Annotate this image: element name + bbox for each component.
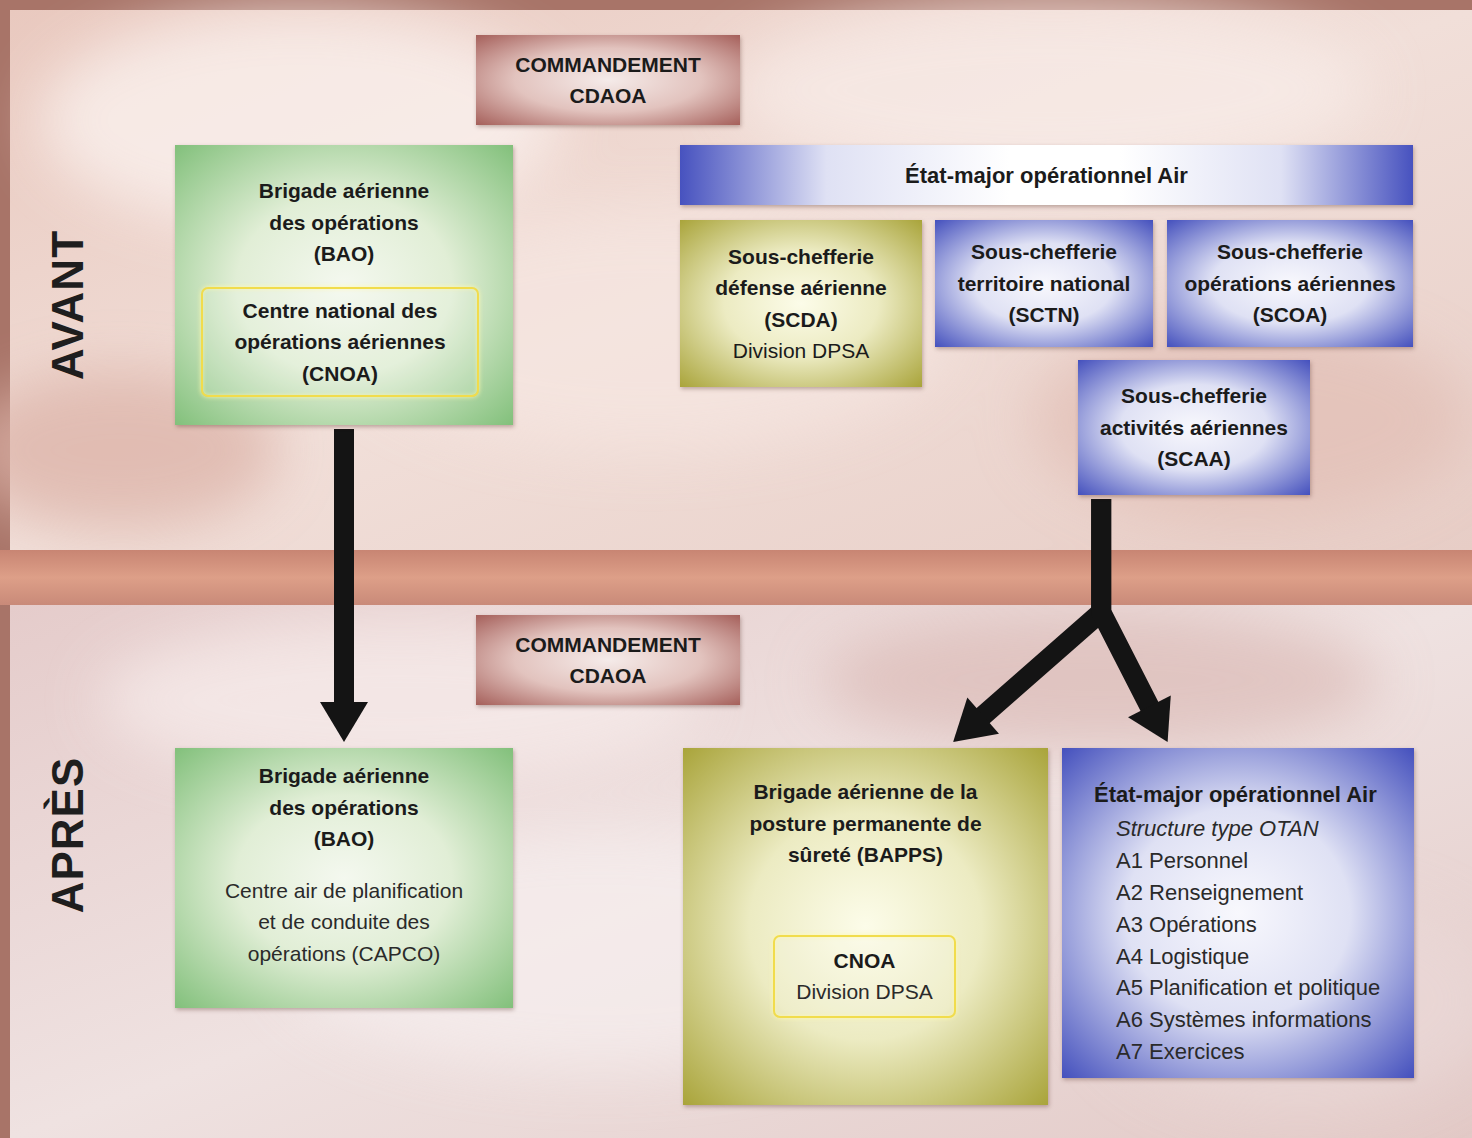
box-body-text: A4 Logistique: [1116, 941, 1249, 973]
command-box: COMMANDEMENT CDAOA: [476, 35, 740, 125]
subdivision-box: Sous-chefferie opérations aériennes (SCO…: [1167, 220, 1413, 347]
arrow-shaft: [334, 429, 354, 714]
box-body-text: A5 Planification et politique: [1116, 972, 1380, 1004]
box-body-text: Centre air de planification et de condui…: [219, 875, 469, 970]
box-body-text: A2 Renseignement: [1116, 877, 1303, 909]
box-heading: État-major opérationnel Air: [1094, 778, 1377, 811]
lower-sky: [10, 605, 1472, 1138]
flow-arrow: [1101, 499, 1171, 742]
box-body-text: Structure type OTAN: [1116, 813, 1319, 845]
box-heading: CNOA: [834, 946, 896, 976]
arrow-head: [320, 702, 368, 742]
centre-box: CNOADivision DPSA: [773, 935, 956, 1018]
box-heading: Brigade aérienne des opérations (BAO): [244, 760, 444, 855]
box-body-text: Division DPSA: [796, 977, 933, 1007]
flow-arrow: [320, 429, 368, 742]
arrow-head: [953, 698, 999, 742]
box-heading: Sous-chefferie défense aérienne (SCDA): [705, 241, 897, 336]
box-heading: Sous-chefferie territoire national (SCTN…: [945, 236, 1143, 331]
box-heading: COMMANDEMENT CDAOA: [515, 629, 700, 692]
flow-arrow: [953, 499, 1101, 742]
staff-banner: État-major opérationnel Air: [680, 145, 1413, 205]
box-heading: COMMANDEMENT CDAOA: [515, 49, 700, 112]
section-label: APRÈS: [43, 757, 93, 914]
box-heading: Sous-chefferie opérations aériennes (SCO…: [1181, 236, 1399, 331]
staff-box: État-major opérationnel AirStructure typ…: [1062, 748, 1414, 1078]
brigade-box: Brigade aérienne des opérations (BAO) Cen…: [175, 145, 513, 425]
brigade-box: Brigade aérienne des opérations (BAO) Cen…: [175, 748, 513, 1008]
separator-band: [0, 550, 1472, 605]
box-body-text: A6 Systèmes informations: [1116, 1004, 1372, 1036]
clouds: [0, 0, 1472, 1110]
subdivision-box: Sous-chefferie territoire national (SCTN…: [935, 220, 1153, 347]
subdivision-box: Sous-chefferie défense aérienne (SCDA)Di…: [680, 220, 922, 387]
brigade-box: Brigade aérienne de la posture permanent…: [683, 748, 1048, 1105]
arrow-shaft: [974, 499, 1101, 724]
section-label: AVANT: [43, 230, 93, 380]
arrow-shaft: [1101, 499, 1155, 717]
box-body-text: A7 Exercices: [1116, 1036, 1244, 1068]
arrow-head: [1128, 695, 1171, 742]
centre-box: Centre national des opérations aériennes…: [201, 287, 479, 397]
box-heading: Brigade aérienne des opérations (BAO): [244, 175, 444, 270]
box-heading: Sous-chefferie activités aériennes (SCAA…: [1095, 380, 1293, 475]
box-body-text: A3 Opérations: [1116, 909, 1257, 941]
box-heading: Centre national des opérations aériennes…: [231, 295, 449, 390]
command-box: COMMANDEMENT CDAOA: [476, 615, 740, 705]
box-heading: Brigade aérienne de la posture permanent…: [716, 776, 1016, 871]
box-heading: État-major opérationnel Air: [905, 159, 1188, 192]
box-body-text: A1 Personnel: [1116, 845, 1248, 877]
box-body-text: Division DPSA: [733, 335, 870, 367]
subdivision-box: Sous-chefferie activités aériennes (SCAA…: [1078, 360, 1310, 495]
